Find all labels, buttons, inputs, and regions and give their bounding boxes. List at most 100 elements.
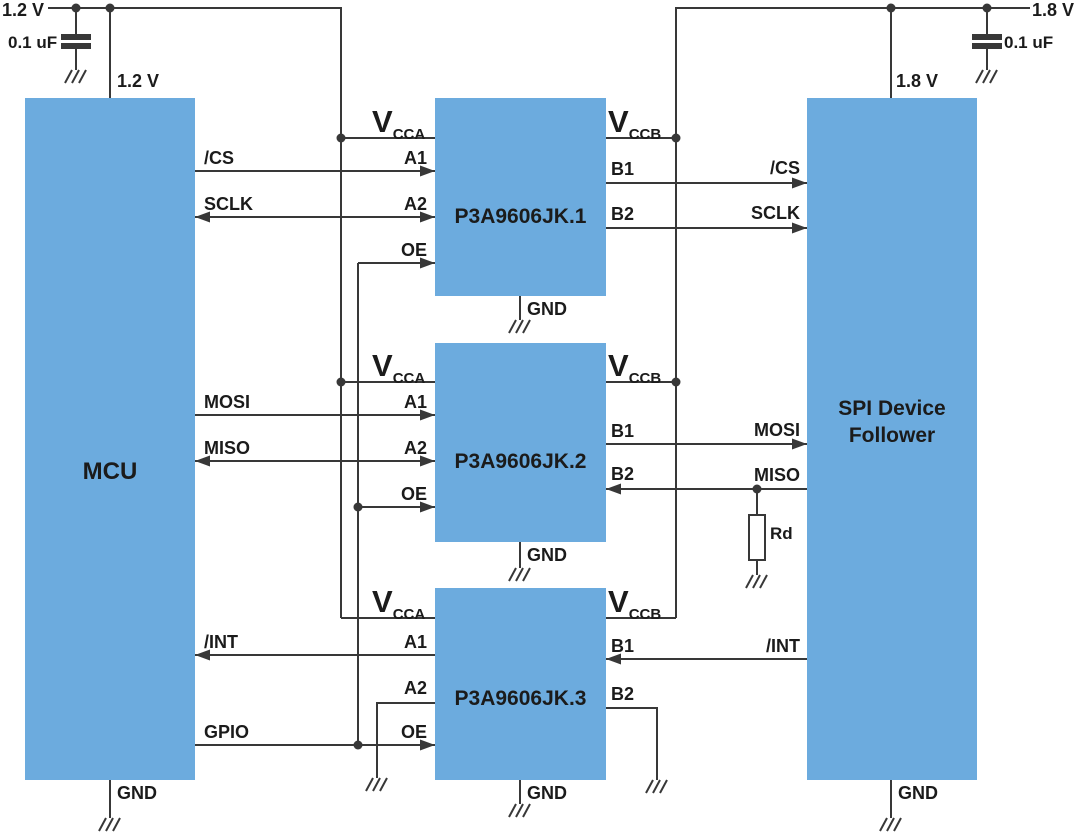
pin-vccb-jk1: VCCB xyxy=(608,106,661,151)
pin-a1-jk3: A1 xyxy=(403,632,427,652)
pin-b2-jk2: B2 xyxy=(611,464,635,484)
junction-dot xyxy=(353,502,363,512)
rail-voltage-left-label: 1.2 V xyxy=(2,0,45,20)
capacitor-icon-right xyxy=(972,34,1002,49)
signal-int-spi: /INT xyxy=(766,636,800,656)
pin-vcca-jk1: VCCA xyxy=(372,106,425,151)
translator-2-label: P3A9606JK.2 xyxy=(454,450,587,473)
pin-gnd-jk3: GND xyxy=(527,783,567,803)
vcc-main: V xyxy=(372,584,393,619)
signal-mosi-spi: MOSI xyxy=(753,420,800,440)
translator-block-1: P3A9606JK.1 xyxy=(435,98,606,296)
net-b2-tie-gnd xyxy=(606,707,658,780)
vcc-main: V xyxy=(608,104,629,139)
arrowhead-icon xyxy=(792,222,807,234)
vccb-sub: CCB xyxy=(628,606,662,624)
pin-gnd-jk1: GND xyxy=(527,299,567,319)
translator-block-3: P3A9606JK.3 xyxy=(435,588,606,780)
junction-dot xyxy=(336,133,346,143)
signal-miso-mcu: MISO xyxy=(204,438,251,458)
pin-b1-jk2: B1 xyxy=(611,421,635,441)
vcc-main: V xyxy=(372,348,393,383)
pin-b1-jk3: B1 xyxy=(611,636,635,656)
spi-device-label-line2: Follower xyxy=(848,424,936,447)
capacitor-left-value: 0.1 uF xyxy=(8,33,58,52)
junction-dot xyxy=(336,377,346,387)
mcu-supply-label: 1.2 V xyxy=(117,71,160,91)
pin-a2-jk3: A2 xyxy=(403,678,427,698)
rail-voltage-right-label: 1.8 V xyxy=(1032,0,1075,20)
pin-b1-jk1: B1 xyxy=(611,159,635,179)
junction-dot xyxy=(982,3,992,13)
spi-device-block: SPI Device Follower xyxy=(807,98,977,780)
pin-vccb-jk2: VCCB xyxy=(608,350,661,395)
signal-cs-mcu: /CS xyxy=(204,148,235,168)
vcca-sub: CCA xyxy=(392,606,426,624)
arrowhead-icon xyxy=(606,483,621,495)
spi-supply-label: 1.8 V xyxy=(896,71,939,91)
junction-dot xyxy=(671,377,681,387)
ground-icon-jk3 xyxy=(508,803,531,818)
arrowhead-icon xyxy=(792,177,807,189)
ground-icon-jk2 xyxy=(508,567,531,582)
vcc-main: V xyxy=(608,584,629,619)
translator-block-2: P3A9606JK.2 xyxy=(435,343,606,542)
translator-3-label: P3A9606JK.3 xyxy=(454,687,587,710)
net-1v8-rail xyxy=(606,7,1030,619)
translator-1-label: P3A9606JK.1 xyxy=(454,205,587,228)
pin-gnd-spi: GND xyxy=(898,783,938,803)
junction-dot xyxy=(886,3,896,13)
junction-dot xyxy=(353,740,363,750)
pulldown-resistor-label: Rd xyxy=(770,524,793,543)
ground-icon-a2-tie xyxy=(365,777,388,792)
pulldown-resistor xyxy=(748,514,766,561)
ground-icon-spi xyxy=(879,817,902,832)
signal-sclk-spi: SCLK xyxy=(751,203,800,223)
vccb-sub: CCB xyxy=(628,126,662,144)
pin-vccb-jk3: VCCB xyxy=(608,586,661,631)
mcu-label: MCU xyxy=(82,458,138,485)
ground-icon-b2-tie xyxy=(645,779,668,794)
vcc-main: V xyxy=(372,104,393,139)
ground-icon-cap-right xyxy=(975,69,998,84)
vccb-sub: CCB xyxy=(628,370,662,388)
junction-dot xyxy=(71,3,81,13)
ground-icon-jk1 xyxy=(508,319,531,334)
signal-sclk-mcu: SCLK xyxy=(204,194,253,214)
pin-gnd-jk2: GND xyxy=(527,545,567,565)
junction-dot xyxy=(752,484,762,494)
pin-oe-jk3: OE xyxy=(400,722,427,742)
spi-device-label: SPI Device Follower xyxy=(807,395,977,449)
vcc-main: V xyxy=(608,348,629,383)
pin-vcca-jk2: VCCA xyxy=(372,350,425,395)
spi-device-label-line1: SPI Device xyxy=(838,397,946,420)
pin-gnd-mcu: GND xyxy=(117,783,157,803)
pin-b2-jk3: B2 xyxy=(611,684,635,704)
signal-int-mcu: /INT xyxy=(204,632,238,652)
net-a2-tie-gnd xyxy=(376,702,435,778)
junction-dot xyxy=(105,3,115,13)
mcu-block: MCU xyxy=(25,98,195,780)
pin-a2-jk2: A2 xyxy=(403,438,427,458)
ground-icon-rd xyxy=(745,574,768,589)
vcca-sub: CCA xyxy=(392,126,426,144)
pin-a1-jk1: A1 xyxy=(403,148,427,168)
signal-miso-spi: MISO xyxy=(753,465,800,485)
vcca-sub: CCA xyxy=(392,370,426,388)
pin-a2-jk1: A2 xyxy=(403,194,427,214)
junction-dot xyxy=(671,133,681,143)
signal-cs-spi: /CS xyxy=(769,158,800,178)
ground-icon-mcu xyxy=(98,817,121,832)
capacitor-right-value: 0.1 uF xyxy=(1004,33,1054,52)
pin-oe-jk2: OE xyxy=(400,484,427,504)
signal-gpio-mcu: GPIO xyxy=(204,722,250,742)
pin-a1-jk2: A1 xyxy=(403,392,427,412)
pin-oe-jk1: OE xyxy=(400,240,427,260)
signal-mosi-mcu: MOSI xyxy=(204,392,251,412)
net-1v2-rail xyxy=(48,7,435,619)
ground-icon-cap-left xyxy=(64,69,87,84)
pin-b2-jk1: B2 xyxy=(611,204,635,224)
pin-vcca-jk3: VCCA xyxy=(372,586,425,631)
